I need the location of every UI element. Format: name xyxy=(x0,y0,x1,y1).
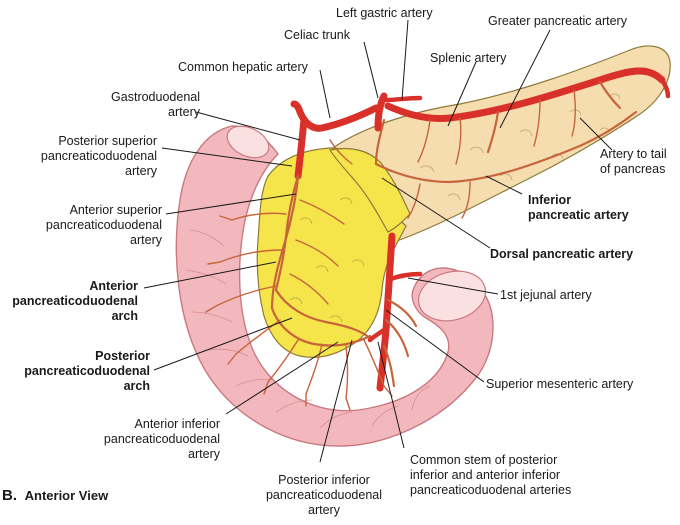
posterior-inferior-pd-artery-line-3: artery xyxy=(308,503,341,517)
label-common-hepatic-artery: Common hepatic artery xyxy=(178,60,309,74)
first-jejunal-vessel xyxy=(385,271,423,283)
posterior-pd-arch-line-2: pancreaticoduodenal xyxy=(24,364,150,378)
duodenojejunal-opening xyxy=(417,270,487,322)
label-superior-mesenteric-artery: Superior mesenteric artery xyxy=(486,377,634,391)
left-gastric-vessel xyxy=(383,95,423,103)
dorsal-pancreatic-vessel xyxy=(374,118,386,166)
leader-lines xyxy=(143,19,613,463)
first-jejunal-artery-line-1: 1st jejunal artery xyxy=(500,288,592,302)
view-caption: B. Anterior View xyxy=(2,487,109,504)
jejunal-branch-2 xyxy=(384,318,410,358)
label-dorsal-pancreatic-artery: Dorsal pancreatic artery xyxy=(490,247,633,261)
label-first-jejunal-artery: 1st jejunal artery xyxy=(500,288,592,302)
posterior-inferior-pd-artery-line-1: Posterior inferior xyxy=(278,473,370,487)
artery-to-tail-line-2: of pancreas xyxy=(600,162,665,176)
duodenum xyxy=(175,125,494,447)
common-stem-line-1: Common stem of posterior xyxy=(410,453,557,467)
splenic-vessel xyxy=(384,67,666,122)
anterior-pd-arch-line-1: Anterior xyxy=(89,279,138,293)
anterior-superior-pd-artery-line-2: pancreaticoduodenal xyxy=(46,218,162,232)
superior-mesenteric-artery-line-1: Superior mesenteric artery xyxy=(486,377,634,391)
left-gastric-artery-line-1: Left gastric artery xyxy=(336,6,433,20)
posterior-superior-pd-artery-line-3: artery xyxy=(125,164,158,178)
anterior-inferior-pd-artery-line-2: pancreaticoduodenal xyxy=(104,432,220,446)
common-stem-vessel xyxy=(367,327,387,343)
posterior-inferior-pd-artery-line-2: pancreaticoduodenal xyxy=(266,488,382,502)
anterior-superior-pd-artery-line-1: Anterior superior xyxy=(70,203,162,217)
posterior-superior-pd-artery-line-1: Posterior superior xyxy=(58,134,157,148)
common-hepatic-vessel xyxy=(290,100,380,132)
anterior-inferior-pd-artery-line-1: Anterior inferior xyxy=(135,417,220,431)
greater-pancreatic-vessel xyxy=(486,110,500,154)
label-celiac-trunk: Celiac trunk xyxy=(284,28,351,42)
jejunal-branch-3 xyxy=(382,344,396,388)
duodenal-folds xyxy=(185,229,431,429)
duodenum-wall xyxy=(175,125,494,447)
label-left-gastric-artery: Left gastric artery xyxy=(336,6,433,20)
gastroduodenal-artery-line-1: Gastroduodenal xyxy=(111,90,200,104)
inferior-pancreatic-vessel xyxy=(374,110,638,184)
common-stem-line-2: inferior and anterior inferior xyxy=(410,468,560,482)
anterior-pd-arch-line-2: pancreaticoduodenal xyxy=(12,294,138,308)
inferior-pancreatic-artery-line-2: pancreatic artery xyxy=(528,208,629,222)
common-hepatic-artery-line-1: Common hepatic artery xyxy=(178,60,309,74)
posterior-pd-arch-line-1: Posterior xyxy=(95,349,150,363)
common-stem-line-3: pancreaticoduodenal arteries xyxy=(410,483,571,497)
greater-pancreatic-artery-line-1: Greater pancreatic artery xyxy=(488,14,628,28)
view-caption-text: Anterior View xyxy=(25,488,109,503)
gastroduodenal-vessel xyxy=(294,116,308,180)
gastroduodenal-artery-line-2: artery xyxy=(168,105,201,119)
label-splenic-artery: Splenic artery xyxy=(430,51,507,65)
posterior-superior-pd-artery-line-2: pancreaticoduodenal xyxy=(41,149,157,163)
posterior-pd-arch-line-3: arch xyxy=(124,379,150,393)
artery-to-tail-vessel xyxy=(598,80,622,110)
arterial-tree xyxy=(205,67,671,411)
view-caption-letter: B. xyxy=(2,487,17,504)
splenic-artery-line-1: Splenic artery xyxy=(430,51,507,65)
anterior-pd-arch-line-3: arch xyxy=(112,309,138,323)
splenic-terminal xyxy=(659,77,671,99)
duodenum-proximal-opening xyxy=(226,125,270,159)
post-pd-arch-vessel xyxy=(274,288,374,342)
inferior-pancreatic-artery-line-1: Inferior xyxy=(528,193,571,207)
labels: Left gastric artery Celiac trunk Greater… xyxy=(12,6,666,517)
pancreatic-small-branches xyxy=(289,89,577,305)
dorsal-pancreatic-artery-line-1: Dorsal pancreatic artery xyxy=(490,247,633,261)
celiac-trunk-line-1: Celiac trunk xyxy=(284,28,351,42)
ant-sup-pd-vessel xyxy=(270,174,300,310)
label-greater-pancreatic-artery: Greater pancreatic artery xyxy=(488,14,628,28)
anterior-inferior-pd-artery-line-3: artery xyxy=(188,447,221,461)
jejunal-branch-1 xyxy=(386,298,418,328)
artery-to-tail-line-1: Artery to tail xyxy=(600,147,667,161)
celiac-trunk-vessel xyxy=(374,92,388,132)
anterior-superior-pd-artery-line-3: artery xyxy=(130,233,163,247)
